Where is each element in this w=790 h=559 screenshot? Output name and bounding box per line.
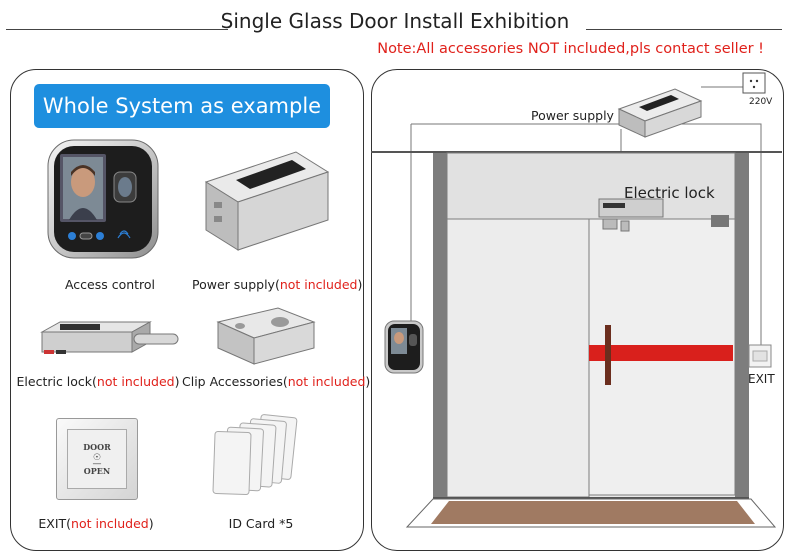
access-control-image [47, 139, 159, 259]
header-rule-right [586, 29, 782, 30]
power-supply-image [204, 151, 330, 251]
electric-lock-image [40, 321, 179, 354]
power-supply-label: Power supply [531, 108, 614, 123]
socket-voltage-label: 220V [749, 97, 773, 107]
exit-label: EXIT [748, 372, 775, 386]
key-icon: ☉— [92, 453, 102, 469]
caption-id-card: ID Card *5 [228, 516, 294, 531]
system-badge: Whole System as example [34, 84, 330, 128]
exit-button-image: DOOR ☉— OPEN [56, 418, 138, 500]
exit-plate-line1: DOOR [83, 442, 111, 452]
exit-plate-inner: DOOR ☉— OPEN [67, 429, 127, 489]
id-cards-image [212, 414, 298, 496]
caption-access-control: Access control [40, 277, 180, 292]
caption-clip-accessories: Clip Accessories(not included) [182, 374, 371, 389]
header-rule-left [6, 29, 228, 30]
caption-exit: EXIT(not included) [38, 516, 154, 531]
clip-accessories-image [216, 307, 316, 365]
caption-electric-lock: Electric lock(not included) [16, 374, 180, 389]
installation-diagram [371, 72, 782, 528]
page-title: Single Glass Door Install Exhibition [220, 9, 570, 33]
electric-lock-label: Electric lock [624, 184, 715, 202]
exit-plate-line2: OPEN [83, 466, 111, 476]
caption-power-supply: Power supply(not included) [192, 277, 363, 292]
disclaimer-note: Note:All accessories NOT included,pls co… [377, 41, 764, 57]
caption-name: Access control [64, 277, 156, 292]
